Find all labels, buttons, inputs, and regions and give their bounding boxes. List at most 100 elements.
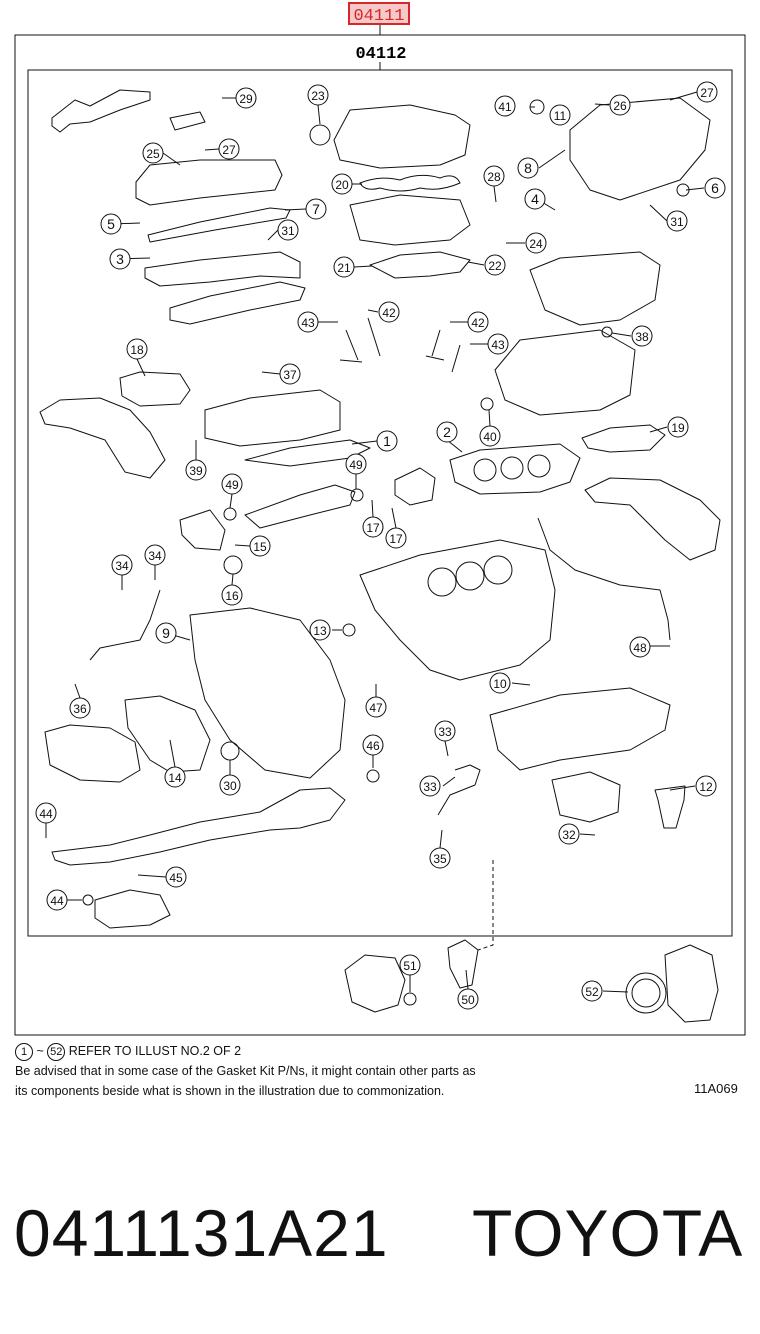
svg-text:1: 1 (383, 433, 391, 449)
cam-carrier-left (169, 281, 306, 325)
callout-18[interactable]: 18 (126, 338, 148, 360)
callout-1[interactable]: 1 (376, 430, 398, 452)
svg-text:49: 49 (349, 458, 363, 472)
callout-4[interactable]: 4 (524, 188, 546, 210)
head-gasket-right (449, 443, 581, 495)
exhaust-gasket-right (581, 424, 666, 453)
figure-code: 11A069 (694, 1081, 738, 1096)
svg-text:27: 27 (700, 86, 714, 100)
svg-text:13: 13 (313, 624, 327, 638)
callout-26[interactable]: 26 (609, 94, 631, 116)
callout-21[interactable]: 21 (333, 256, 355, 278)
callout-27a[interactable]: 27 (696, 81, 718, 103)
callout-34a[interactable]: 34 (111, 554, 133, 576)
water-outlet (394, 467, 436, 506)
callout-50[interactable]: 50 (457, 988, 479, 1010)
callout-15[interactable]: 15 (249, 535, 271, 557)
callout-17b[interactable]: 17 (385, 527, 407, 549)
callout-5[interactable]: 5 (100, 213, 122, 235)
svg-text:49: 49 (225, 478, 239, 492)
callout-42a[interactable]: 42 (378, 301, 400, 323)
svg-text:21: 21 (337, 261, 351, 275)
callout-45[interactable]: 45 (165, 866, 187, 888)
callout-37[interactable]: 37 (279, 363, 301, 385)
callout-16[interactable]: 16 (221, 584, 243, 606)
dipstick-guide (537, 517, 671, 641)
svg-text:17: 17 (389, 532, 403, 546)
callout-51[interactable]: 51 (399, 954, 421, 976)
exhaust-gasket-left (119, 371, 191, 407)
callout-8[interactable]: 8 (517, 157, 539, 179)
callout-49a[interactable]: 49 (221, 473, 243, 495)
svg-text:23: 23 (311, 89, 325, 103)
cam-carrier-right (529, 251, 661, 326)
callout-20[interactable]: 20 (331, 173, 353, 195)
callout-6[interactable]: 6 (704, 177, 726, 199)
callout-44a[interactable]: 44 (35, 802, 57, 824)
svg-text:46: 46 (366, 739, 380, 753)
callout-24[interactable]: 24 (525, 232, 547, 254)
exploded-parts-diagram: 04111 04112 (14, 2, 746, 1036)
svg-text:26: 26 (613, 99, 627, 113)
callout-44b[interactable]: 44 (46, 889, 68, 911)
callout-29[interactable]: 29 (235, 87, 257, 109)
callout-23[interactable]: 23 (307, 84, 329, 106)
cylinder-head-left (204, 389, 341, 447)
outer-frame (14, 34, 746, 1036)
callout-30[interactable]: 30 (219, 774, 241, 796)
callout-52[interactable]: 52 (581, 980, 603, 1002)
callout-48[interactable]: 48 (629, 636, 651, 658)
refer-text: REFER TO ILLUST NO.2 OF 2 (68, 1044, 242, 1058)
callout-7[interactable]: 7 (305, 198, 327, 220)
callout-17a[interactable]: 17 (362, 516, 384, 538)
callout-32[interactable]: 32 (558, 823, 580, 845)
exhaust-manifold-right (584, 477, 721, 561)
svg-text:37: 37 (283, 368, 297, 382)
callout-19[interactable]: 19 (667, 416, 689, 438)
valve-left (339, 317, 381, 363)
callout-9[interactable]: 9 (155, 622, 177, 644)
callout-10[interactable]: 10 (489, 672, 511, 694)
svg-text:34: 34 (115, 559, 129, 573)
callout-28[interactable]: 28 (483, 165, 505, 187)
callout-35[interactable]: 35 (429, 847, 451, 869)
inner-frame (27, 69, 733, 937)
callout-25[interactable]: 25 (142, 142, 164, 164)
callout-31a[interactable]: 31 (277, 219, 299, 241)
callout-31b[interactable]: 31 (666, 210, 688, 232)
callout-39[interactable]: 39 (185, 459, 207, 481)
callout-40[interactable]: 40 (479, 425, 501, 447)
callout-46[interactable]: 46 (362, 734, 384, 756)
callout-42b[interactable]: 42 (467, 311, 489, 333)
callout-38[interactable]: 38 (631, 325, 653, 347)
disclaimer-line-1: Be advised that in some case of the Gask… (15, 1064, 476, 1078)
callout-14[interactable]: 14 (164, 766, 186, 788)
svg-text:42: 42 (471, 316, 485, 330)
kit-code[interactable]: 04111 (353, 7, 404, 26)
svg-text:50: 50 (461, 993, 475, 1007)
cam-housing-left (144, 251, 301, 287)
svg-text:7: 7 (312, 201, 320, 217)
callout-33a[interactable]: 33 (434, 720, 456, 742)
kit-code-highlight[interactable] (348, 2, 410, 25)
callout-12[interactable]: 12 (695, 775, 717, 797)
svg-text:44: 44 (39, 807, 53, 821)
svg-text:33: 33 (438, 725, 452, 739)
callout-43a[interactable]: 43 (297, 311, 319, 333)
callout-22[interactable]: 22 (484, 254, 506, 276)
callout-43b[interactable]: 43 (487, 333, 509, 355)
callout-3[interactable]: 3 (109, 248, 131, 270)
callout-11[interactable]: 11 (549, 104, 571, 126)
callout-47[interactable]: 47 (365, 696, 387, 718)
svg-text:29: 29 (239, 92, 253, 106)
callout-41[interactable]: 41 (494, 95, 516, 117)
callout-27b[interactable]: 27 (218, 138, 240, 160)
callout-34b[interactable]: 34 (144, 544, 166, 566)
callout-13[interactable]: 13 (309, 619, 331, 641)
callout-2[interactable]: 2 (436, 421, 458, 443)
callout-33b[interactable]: 33 (419, 775, 441, 797)
callout-49b[interactable]: 49 (345, 453, 367, 475)
svg-text:48: 48 (633, 641, 647, 655)
oil-pan (489, 687, 671, 771)
callout-36[interactable]: 36 (69, 697, 91, 719)
